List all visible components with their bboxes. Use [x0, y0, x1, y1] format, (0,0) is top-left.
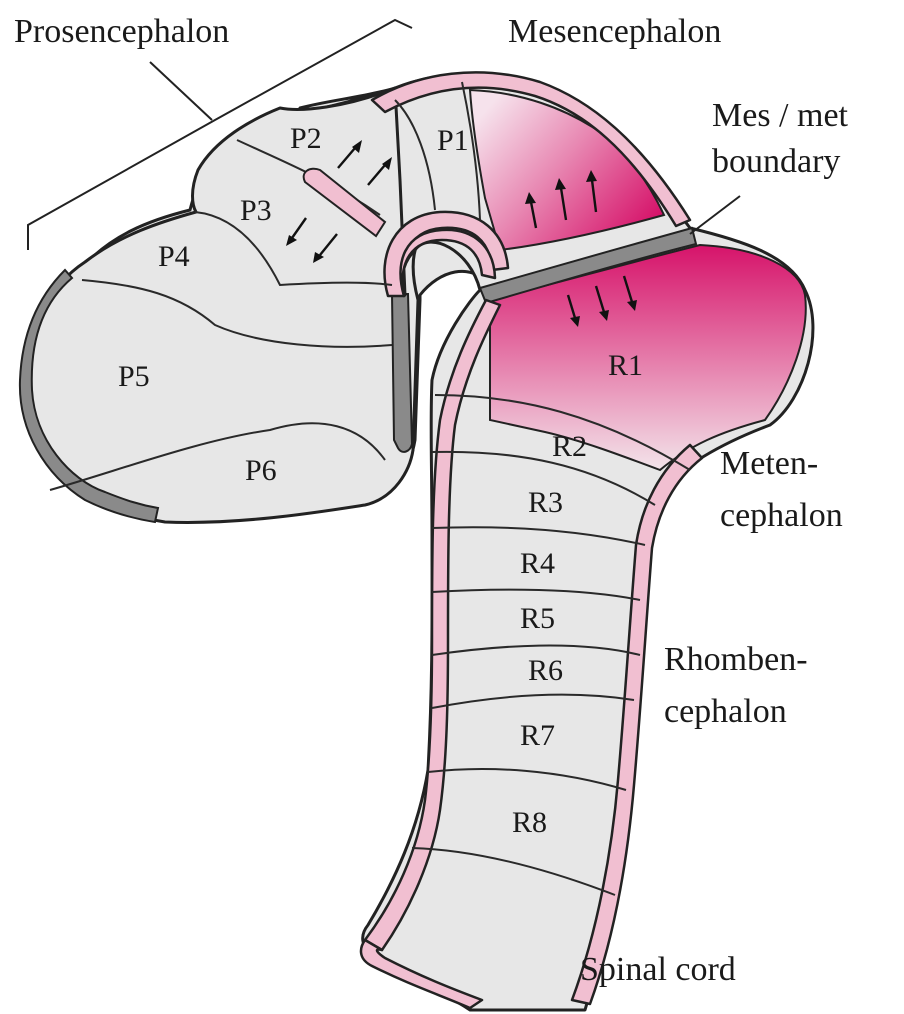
forebrain-silhouette: [24, 88, 440, 522]
label-rhombencephalon-line2: cephalon: [664, 693, 787, 730]
label-r5: R5: [520, 602, 555, 635]
label-r7: R7: [520, 719, 555, 752]
label-metencephalon-line1: Meten-: [720, 445, 818, 482]
label-r1: R1: [608, 349, 643, 382]
mes-met-pointer: [690, 196, 740, 234]
label-r2: R2: [552, 430, 587, 463]
bracket-tick: [150, 62, 212, 120]
label-r8: R8: [512, 806, 547, 839]
label-p3: P3: [240, 194, 272, 227]
label-mes-met-line2: boundary: [712, 143, 840, 180]
label-mesencephalon: Mesencephalon: [508, 13, 721, 50]
label-metencephalon-line2: cephalon: [720, 497, 843, 534]
label-prosencephalon: Prosencephalon: [14, 13, 229, 50]
label-r4: R4: [520, 547, 555, 580]
label-p4: P4: [158, 240, 190, 273]
label-rhombencephalon-line1: Rhomben-: [664, 641, 808, 678]
forebrain-boundary-inner: [392, 294, 412, 452]
label-r6: R6: [528, 654, 563, 687]
label-mes-met-line1: Mes / met: [712, 97, 849, 134]
label-spinal-cord: Spinal cord: [580, 951, 736, 988]
label-p5: P5: [118, 360, 150, 393]
label-p2: P2: [290, 122, 322, 155]
label-r3: R3: [528, 486, 563, 519]
label-p1: P1: [437, 124, 469, 157]
label-p6: P6: [245, 454, 277, 487]
